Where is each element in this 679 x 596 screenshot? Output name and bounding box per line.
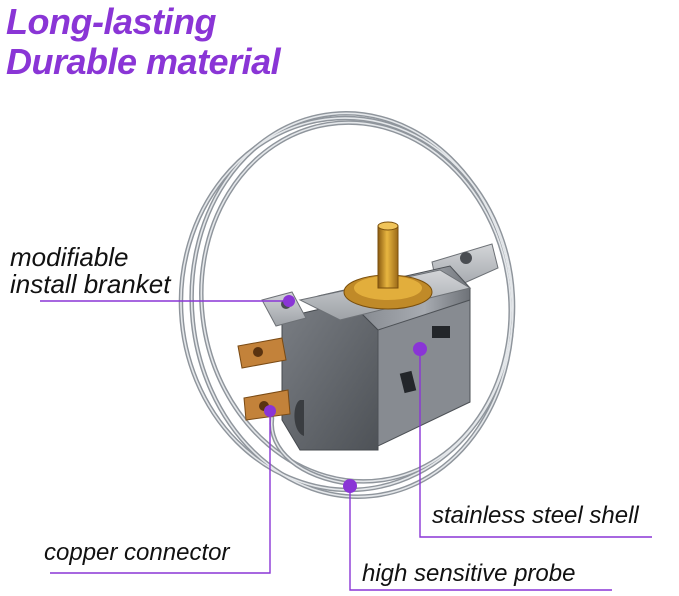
callout-bracket-line-2: install branket (10, 269, 171, 300)
callout-bracket-line-1: modifiable (10, 242, 129, 272)
callout-line-probe (349, 486, 612, 591)
brass-shaft (377, 221, 399, 289)
callout-probe-label: high sensitive probe (362, 560, 576, 587)
callout-dot-probe (343, 479, 357, 493)
callout-lines (40, 300, 652, 591)
callout-dot-copper (264, 405, 276, 417)
callout-dot-shell (413, 342, 427, 356)
callout-bracket-label: modifiable install branket (10, 242, 171, 300)
callout-copper-label: copper connector (44, 539, 230, 566)
headline-line-1: Long-lasting (6, 1, 216, 42)
callout-line-copper (50, 411, 271, 574)
headline-line-2: Durable material (6, 41, 281, 82)
copper-connectors (237, 337, 291, 421)
capillary-coil (178, 111, 516, 499)
callout-dots (264, 295, 427, 493)
callout-dot-bracket (283, 295, 295, 307)
callout-line-shell (419, 351, 652, 538)
callout-shell-label: stainless steel shell (432, 502, 639, 529)
